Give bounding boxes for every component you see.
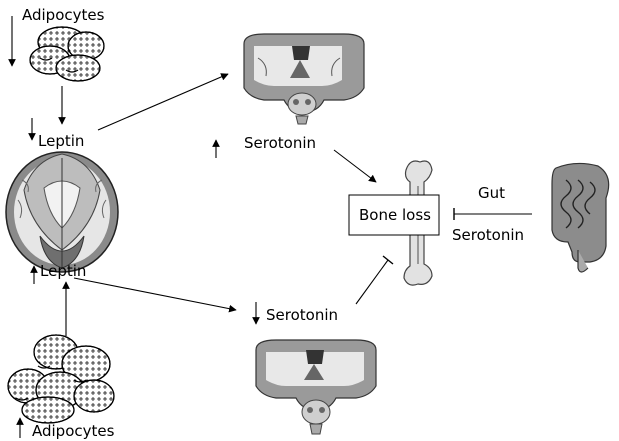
- label-serotonin-top: Serotonin: [244, 136, 316, 151]
- brain-horizontal-section: [6, 152, 118, 272]
- inhibit-serotonin-bottom-bar: [383, 256, 393, 264]
- label-gut-serotonin: Serotonin: [452, 228, 524, 243]
- inhibit-serotonin-bottom-to-bone-loss: [356, 260, 388, 304]
- adipocyte-cluster-bottom: [8, 335, 114, 423]
- label-adipocytes-bottom: Adipocytes: [32, 424, 114, 439]
- label-serotonin-bottom: Serotonin: [266, 308, 338, 323]
- arrow-leptin-to-brainstem-top: [98, 74, 228, 130]
- label-gut: Gut: [478, 186, 505, 201]
- intestine-gut: [552, 163, 609, 272]
- label-leptin-top: Leptin: [38, 134, 84, 149]
- adipocyte-cluster-top: [30, 27, 104, 81]
- label-leptin-bottom: Leptin: [40, 264, 86, 279]
- brain-coronal-slice-bottom: [256, 340, 376, 434]
- label-adipocytes-top: Adipocytes: [22, 8, 104, 23]
- brain-coronal-slice-top: [244, 34, 364, 124]
- label-bone-loss: Bone loss: [359, 208, 431, 223]
- arrow-leptin-to-brainstem-bottom: [74, 278, 236, 310]
- arrow-serotonin-to-bone-loss: [334, 150, 376, 182]
